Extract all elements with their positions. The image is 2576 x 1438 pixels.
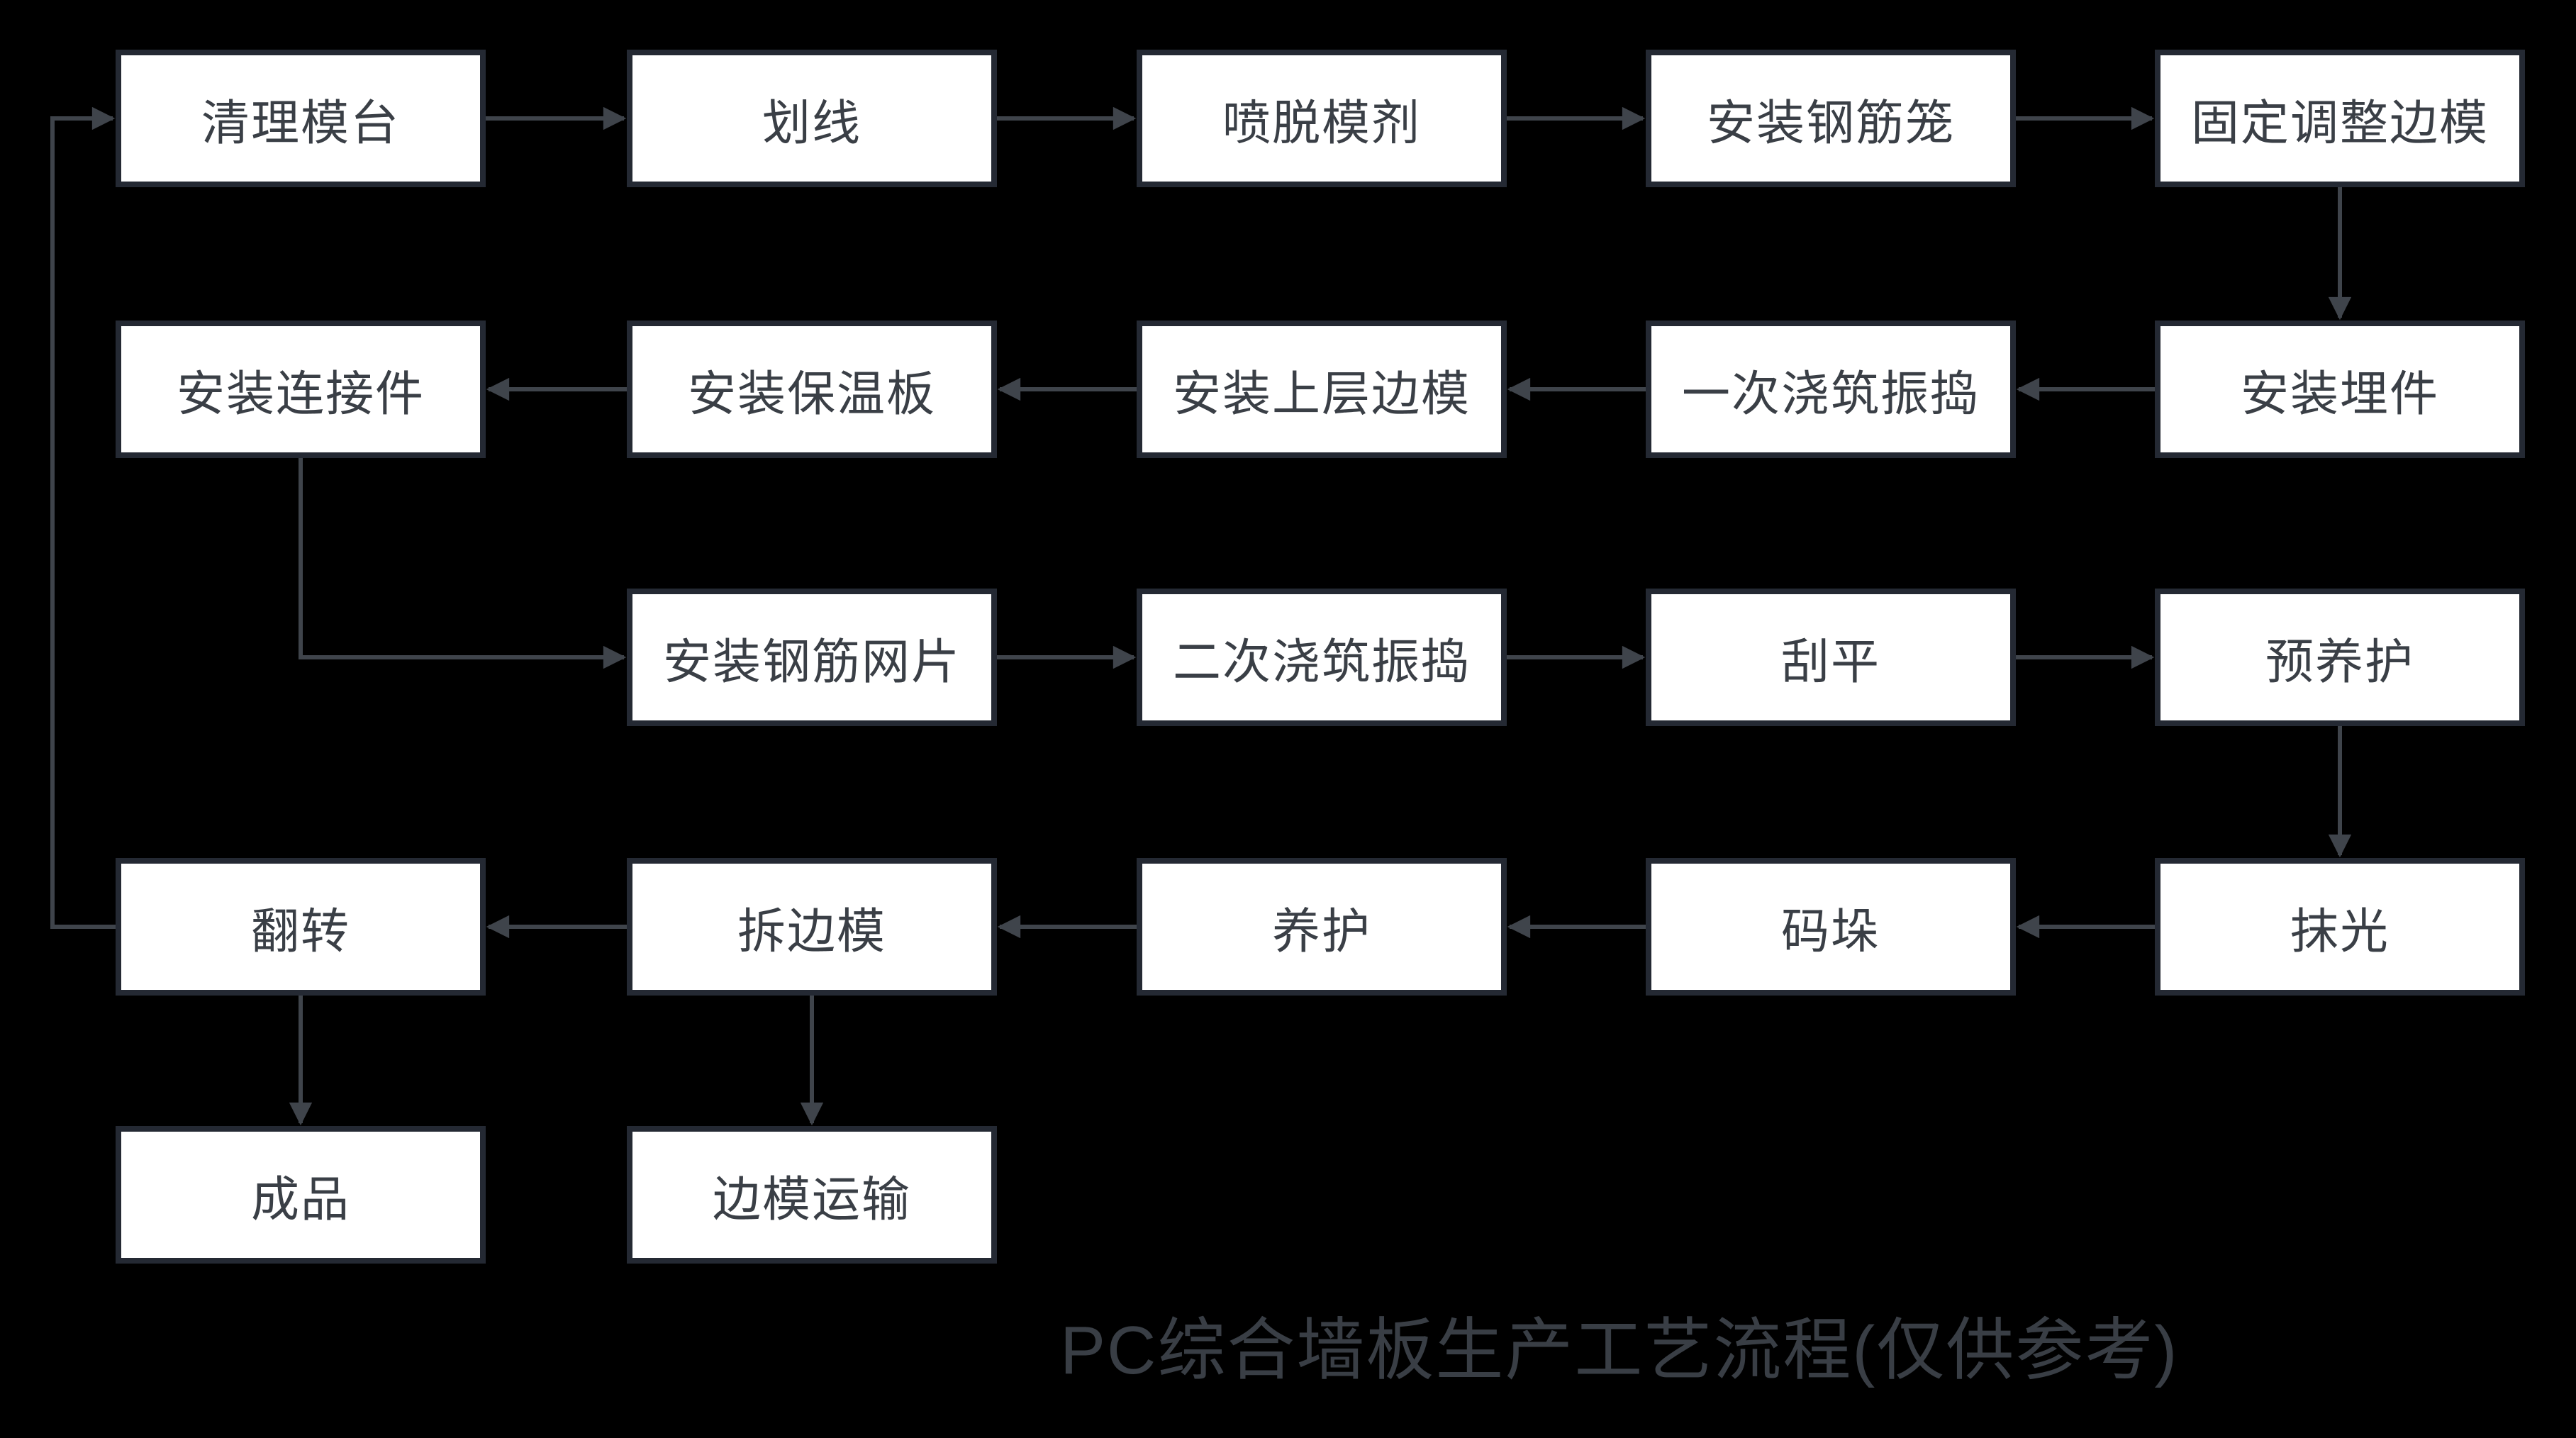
node-label: 安装钢筋笼	[1706, 96, 1955, 150]
node-label: 安装上层边模	[1172, 367, 1471, 421]
node-clean-mold-table: 清理模台	[116, 50, 486, 187]
node-smoothing: 抹光	[2155, 858, 2525, 996]
edge-flip--clean-mold-table	[50, 106, 116, 929]
node-install-rebar-cage: 安装钢筋笼	[1646, 50, 2016, 187]
node-label: 划线	[762, 96, 862, 150]
node-curing: 养护	[1137, 858, 1507, 996]
node-pre-curing: 预养护	[2155, 589, 2525, 726]
node-flip: 翻转	[116, 858, 486, 996]
node-label: 固定调整边模	[2190, 96, 2489, 150]
node-label: 喷脱模剂	[1222, 96, 1421, 150]
node-label: 刮平	[1780, 635, 1880, 689]
node-second-pour-vibrate: 二次浇筑振捣	[1137, 589, 1507, 726]
node-scrape-level: 刮平	[1646, 589, 2016, 726]
node-label: 码垛	[1780, 904, 1880, 959]
node-install-connectors: 安装连接件	[116, 321, 486, 458]
edge-install-connectors--install-rebar-mesh	[299, 458, 627, 669]
node-label: 预养护	[2265, 635, 2414, 689]
node-install-rebar-mesh: 安装钢筋网片	[627, 589, 997, 726]
node-install-insulation-board: 安装保温板	[627, 321, 997, 458]
diagram-title: PC综合墙板生产工艺流程(仅供参考)	[1060, 1312, 2179, 1388]
node-fix-adjust-edge-mold: 固定调整边模	[2155, 50, 2525, 187]
node-label: 安装钢筋网片	[662, 635, 961, 689]
node-install-upper-edge-mold: 安装上层边模	[1137, 321, 1507, 458]
node-label: 安装埋件	[2240, 367, 2439, 421]
node-label: 一次浇筑振捣	[1681, 367, 1980, 421]
node-label: 二次浇筑振捣	[1172, 635, 1471, 689]
node-install-embedded-parts: 安装埋件	[2155, 321, 2525, 458]
node-label: 安装连接件	[176, 367, 425, 421]
node-spray-release-agent: 喷脱模剂	[1137, 50, 1507, 187]
node-label: 清理模台	[201, 96, 400, 150]
node-label: 安装保温板	[687, 367, 936, 421]
node-first-pour-vibrate: 一次浇筑振捣	[1646, 321, 2016, 458]
node-label: 抹光	[2290, 904, 2390, 959]
node-finished-product: 成品	[116, 1126, 486, 1264]
node-label: 养护	[1271, 904, 1371, 959]
node-label: 翻转	[250, 904, 350, 959]
node-edge-mold-transport: 边模运输	[627, 1126, 997, 1264]
node-remove-edge-mold: 拆边模	[627, 858, 997, 996]
node-label: 成品	[250, 1172, 350, 1227]
node-label: 边模运输	[712, 1172, 911, 1227]
node-stacking: 码垛	[1646, 858, 2016, 996]
node-scribe-lines: 划线	[627, 50, 997, 187]
node-label: 拆边模	[737, 904, 886, 959]
